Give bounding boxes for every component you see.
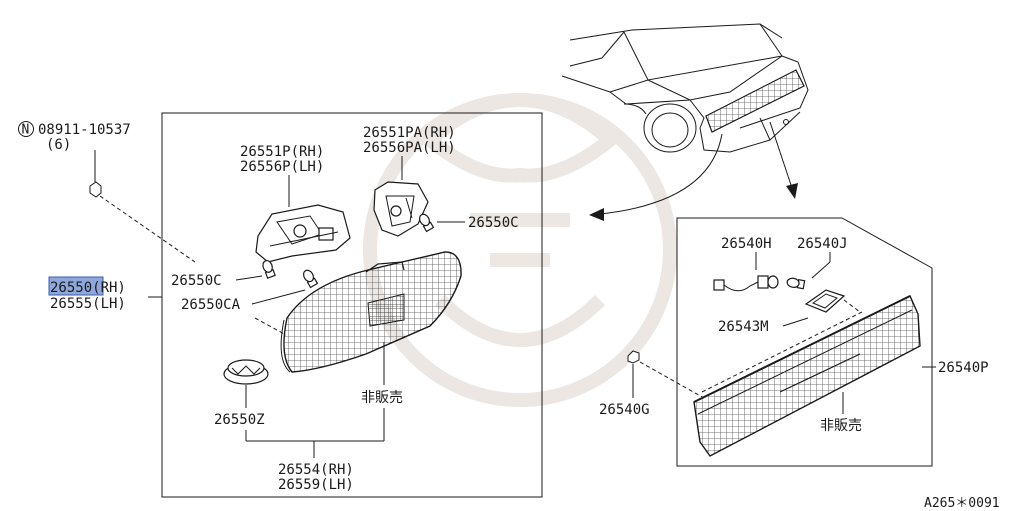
housing2-bracket-icon <box>373 181 429 237</box>
assembly-rh-label: 26550(RH) <box>50 280 126 296</box>
bulb-c-left-callout[interactable]: 26550C <box>171 259 319 289</box>
housing2-lh-label: 26556PA(LH) <box>363 140 456 156</box>
nut-icon <box>627 350 640 364</box>
harness-label: 26540H <box>721 236 772 252</box>
nut-label: 26540G <box>599 402 650 418</box>
housing2-callout[interactable]: 26551PA(RH) 26556PA(LH) <box>363 125 456 237</box>
socket-callout[interactable]: 26550Z <box>214 359 269 428</box>
housing-rh-label: 26551P(RH) <box>240 144 324 160</box>
not-sold-right-label: 非販売 <box>820 418 862 434</box>
gasket-callout[interactable]: 26543M <box>718 289 861 335</box>
bulb-j-callout[interactable]: 26540J <box>786 236 848 290</box>
harness-icon <box>713 275 779 292</box>
bulb-icon <box>418 213 435 233</box>
harness-callout[interactable]: 26540H <box>713 236 779 292</box>
gasket-label: 26543M <box>718 319 769 335</box>
not-sold-left-label: 非販売 <box>361 390 403 406</box>
bolt-code-label: 08911-10537 <box>38 122 131 138</box>
bulb-j-label: 26540J <box>797 236 848 252</box>
figure-reference: A265＊0091 <box>924 496 1000 511</box>
bulb-icon <box>262 259 276 279</box>
lens-rh-label: 26554(RH) <box>278 462 354 478</box>
watermark-emblem <box>363 93 677 407</box>
bulb-ca-callout[interactable]: 26550CA <box>181 289 306 336</box>
housing-lh-label: 26556P(LH) <box>240 159 324 175</box>
bulb-c-left-label: 26550C <box>171 273 222 289</box>
lens-lamp-icon <box>280 251 462 373</box>
bulb-ca-label: 26550CA <box>181 297 241 313</box>
bolt-prefix-label: N <box>22 123 30 138</box>
bulb-icon <box>786 277 806 290</box>
socket-icon <box>223 359 269 385</box>
lens-lh-label: 26559(LH) <box>278 477 354 493</box>
bolt-qty-label: (6) <box>46 137 71 153</box>
assembly-highlight <box>48 276 104 296</box>
curved-arrow <box>589 133 723 221</box>
assembly-lh-label: 26555(LH) <box>50 296 126 312</box>
not-sold-right-callout[interactable]: 非販売 <box>820 392 862 434</box>
not-sold-left-callout[interactable]: 非販売 <box>361 342 403 441</box>
housing-bracket-icon <box>255 204 351 263</box>
assembly-callout[interactable]: 26550(RH) 26555(LH) <box>48 276 162 312</box>
socket-label: 26550Z <box>214 412 265 428</box>
bulb-c-right-label: 26550C <box>468 215 519 231</box>
bulb-icon <box>302 269 319 289</box>
car-rear-sketch <box>561 23 809 153</box>
bulb-c-right-callout[interactable]: 26550C <box>418 212 519 233</box>
panel-label: 26540P <box>938 360 989 376</box>
housing2-rh-label: 26551PA(RH) <box>363 125 456 141</box>
nut-callout[interactable]: 26540G <box>599 350 705 418</box>
lens-callout[interactable]: 26554(RH) 26559(LH) <box>245 430 384 493</box>
gasket-icon <box>804 289 846 313</box>
straight-arrow <box>769 121 798 199</box>
bolt-icon <box>89 181 102 198</box>
panel-callout[interactable]: 26540P <box>922 360 989 376</box>
left-assembly-frame <box>161 112 543 498</box>
rear-panel-icon <box>693 295 921 457</box>
bolt-callout[interactable]: N 08911-10537 (6) <box>18 121 196 263</box>
housing-callout[interactable]: 26551P(RH) 26556P(LH) <box>240 144 351 263</box>
